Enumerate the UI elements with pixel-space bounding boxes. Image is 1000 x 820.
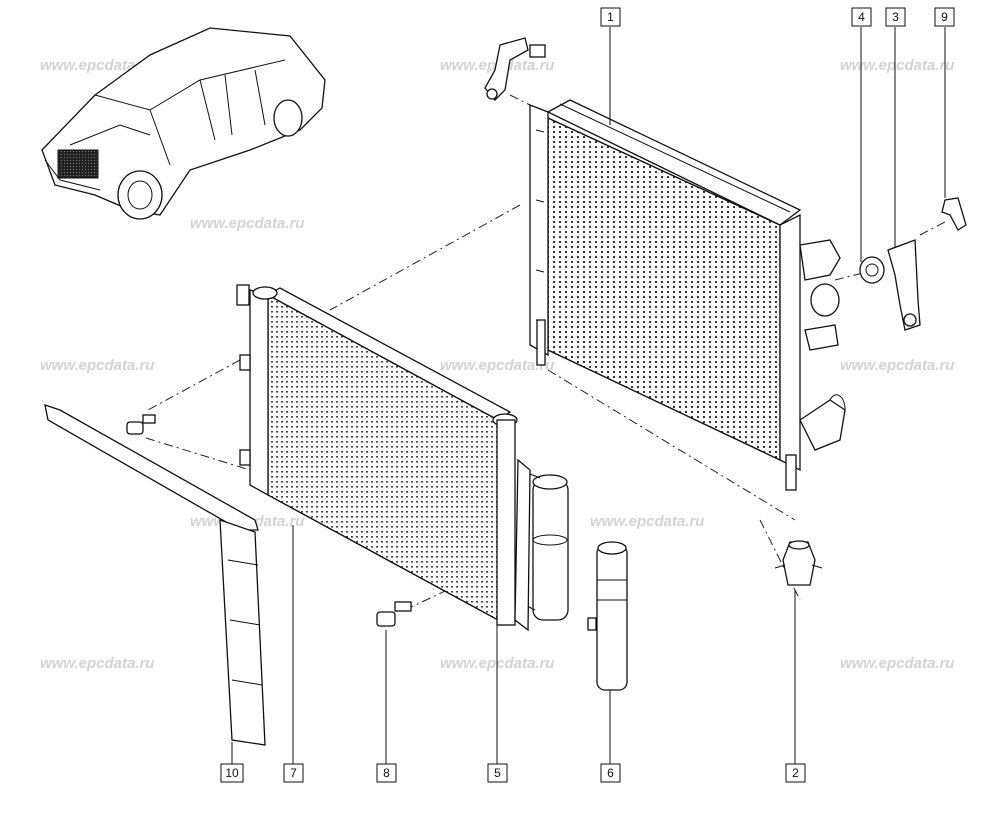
callout-number: 6 <box>607 766 614 780</box>
callout-number: 8 <box>383 766 390 780</box>
callout-number: 3 <box>892 10 899 24</box>
callout-4: 4 <box>851 7 872 27</box>
receiver-drier <box>514 458 569 632</box>
watermark: www.epcdata.ru <box>40 655 154 672</box>
side-bracket <box>887 239 921 331</box>
watermark: www.epcdata.ru <box>440 357 554 374</box>
bolt-upper <box>126 414 156 435</box>
callout-number: 1 <box>607 10 614 24</box>
condenser <box>236 284 518 626</box>
filter-cartridge <box>587 541 628 691</box>
radiator <box>529 99 846 491</box>
callout-9: 9 <box>934 7 955 27</box>
callout-number: 2 <box>792 766 799 780</box>
callout-number: 4 <box>858 10 865 24</box>
clip <box>941 197 967 231</box>
rubber-mount <box>774 540 823 586</box>
callout-number: 9 <box>941 10 948 24</box>
watermark: www.epcdata.ru <box>590 513 704 530</box>
callout-6: 6 <box>600 763 621 783</box>
watermark: www.epcdata.ru <box>40 57 154 74</box>
callout-8: 8 <box>376 763 397 783</box>
callout-number: 7 <box>290 766 297 780</box>
watermark: www.epcdata.ru <box>190 215 304 232</box>
callout-3: 3 <box>885 7 906 27</box>
watermark: www.epcdata.ru <box>840 57 954 74</box>
assembly-lines <box>145 94 946 611</box>
watermark: www.epcdata.ru <box>40 357 154 374</box>
callout-7: 7 <box>283 763 304 783</box>
leader-lines <box>231 27 946 765</box>
callout-number: 5 <box>494 766 501 780</box>
watermark: www.epcdata.ru <box>840 357 954 374</box>
callout-2: 2 <box>785 763 806 783</box>
callout-number: 10 <box>225 766 239 780</box>
nut <box>859 256 885 284</box>
watermark: www.epcdata.ru <box>840 655 954 672</box>
air-deflector <box>44 404 266 746</box>
callout-1: 1 <box>600 7 621 27</box>
bolt-lower <box>376 601 412 627</box>
callout-10: 10 <box>220 763 244 783</box>
vehicle-locator-illustration <box>41 27 326 220</box>
callout-5: 5 <box>487 763 508 783</box>
upper-bracket <box>484 37 546 101</box>
